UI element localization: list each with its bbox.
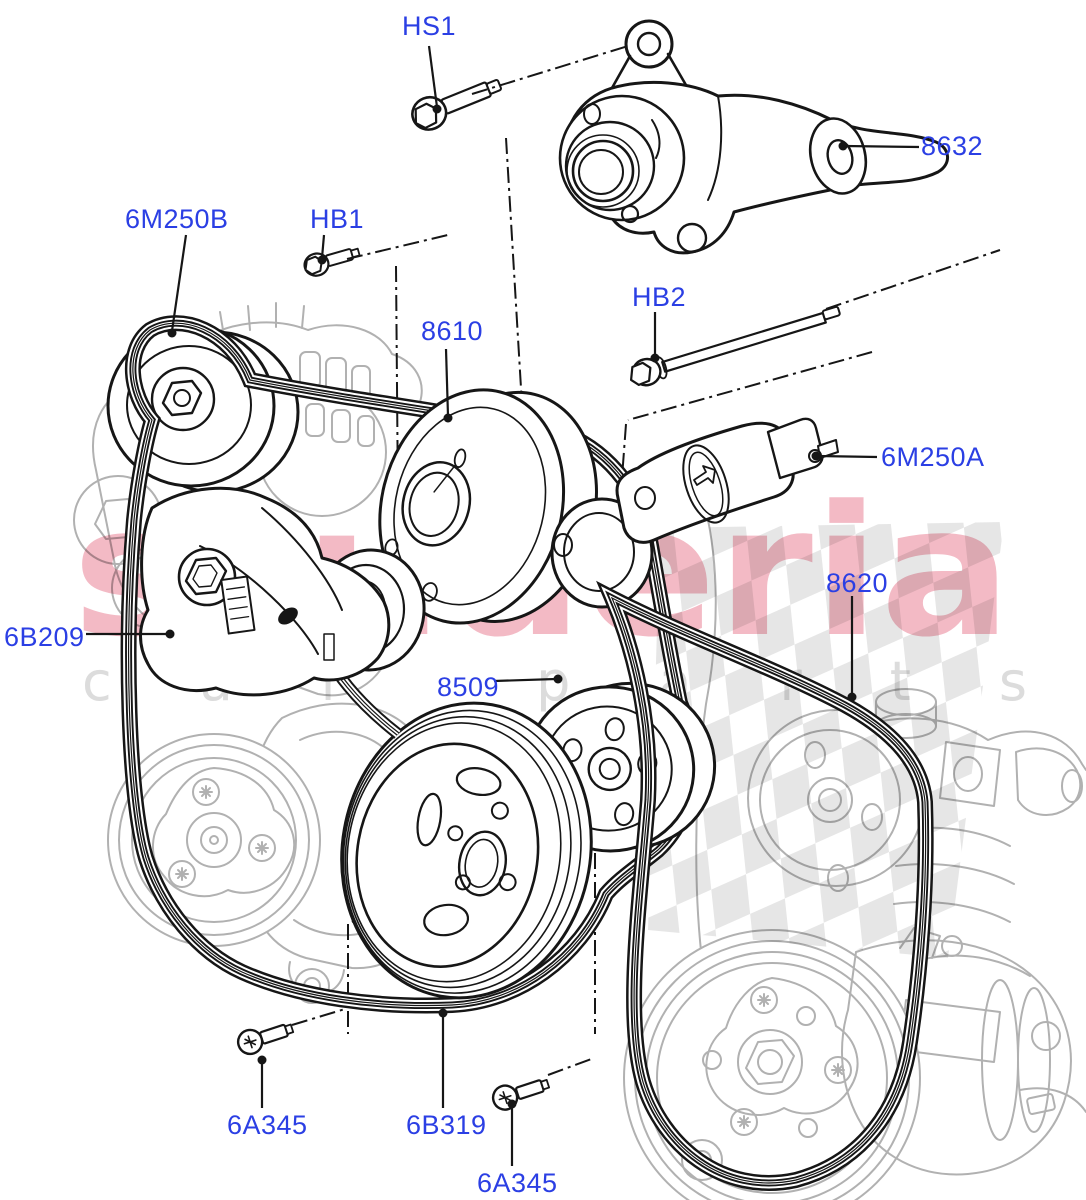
bolt-hb1	[303, 247, 361, 277]
part-label-8610[interactable]: 8610	[421, 316, 484, 346]
ac-compressor-background	[623, 927, 1072, 1200]
crankshaft-pulley-6b319	[340, 701, 593, 1000]
foreground-parts	[86, 19, 1001, 1183]
callout-leader-lines	[86, 45, 920, 1166]
part-label-6a345-right[interactable]: 6A345	[477, 1168, 558, 1198]
part-label-hs1[interactable]: HS1	[402, 11, 457, 41]
bolt-hs1	[411, 78, 502, 131]
bolt-6a345-left	[236, 1023, 295, 1056]
part-label-8509[interactable]: 8509	[437, 672, 500, 702]
idler-pulley-6m250b	[106, 324, 300, 494]
part-label-6b319[interactable]: 6B319	[406, 1110, 487, 1140]
mounting-bracket-8632	[558, 19, 949, 255]
part-label-hb1[interactable]: HB1	[310, 204, 365, 234]
part-label-6m250b[interactable]: 6M250B	[125, 204, 229, 234]
checkered-flag-watermark	[648, 522, 1004, 958]
part-label-6a345-left[interactable]: 6A345	[227, 1110, 308, 1140]
part-label-8620[interactable]: 8620	[826, 568, 889, 598]
part-label-8632[interactable]: 8632	[921, 131, 984, 161]
pulley-8610	[378, 388, 598, 625]
bolt-hb2	[629, 305, 841, 387]
part-label-6b209[interactable]: 6B209	[4, 622, 85, 652]
belt-tensioner-6m250a	[550, 417, 839, 609]
bolt-6a345-right	[491, 1079, 551, 1111]
tensioner-arm-6b209	[139, 486, 426, 697]
part-label-hb2[interactable]: HB2	[632, 282, 687, 312]
part-label-6m250a[interactable]: 6M250A	[881, 442, 985, 472]
